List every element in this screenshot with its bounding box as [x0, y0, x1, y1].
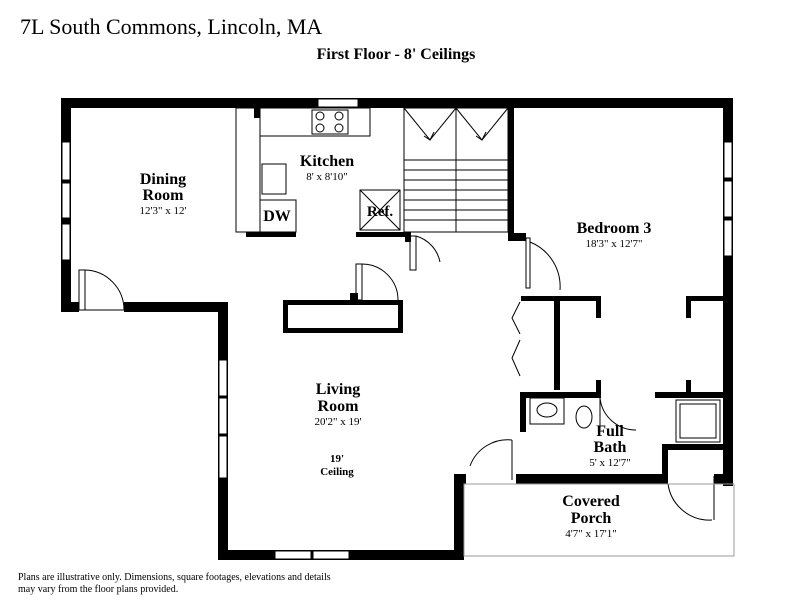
- sink-icon: [261, 163, 287, 195]
- dining-room-name-2: Room: [143, 187, 185, 204]
- refrigerator-label: Ref.: [367, 204, 393, 220]
- floor-subtitle: First Floor - 8' Ceilings: [316, 46, 476, 63]
- living-room-name-1: Living: [316, 381, 360, 398]
- porch-name-1: Covered: [562, 493, 620, 510]
- refrigerator-icon: [359, 189, 401, 231]
- full-bath-name-2: Bath: [594, 439, 627, 456]
- dining-room-name-1: Dining: [140, 171, 186, 188]
- porch-dims: 4'7" x 17'1": [565, 528, 616, 540]
- shower-icon: [675, 399, 721, 443]
- stove-icon: [311, 109, 349, 135]
- plan-title: 7L South Commons, Lincoln, MA: [20, 14, 323, 39]
- room-labels: Dining Room 12'3" x 12' Kitchen 8' x 8'1…: [140, 153, 652, 540]
- living-ceiling-height: 19': [330, 453, 344, 465]
- disclaimer-text: Plans are illustrative only. Dimensions,…: [18, 572, 331, 595]
- full-bath-dims: 5' x 12'7": [589, 457, 630, 469]
- kitchen-fixtures: [235, 107, 401, 233]
- kitchen-dims: 8' x 8'10": [306, 171, 347, 183]
- vanity-sink-icon: [529, 397, 565, 425]
- dishwasher-label: DW: [263, 208, 291, 225]
- dining-room-dims: 12'3" x 12': [140, 205, 187, 217]
- kitchen-name: Kitchen: [300, 153, 354, 170]
- toilet-icon: [575, 405, 593, 429]
- porch-outline: [463, 483, 735, 557]
- full-bath-name-1: Full: [596, 423, 624, 440]
- bedroom3-name: Bedroom 3: [577, 220, 652, 237]
- interior-walls: [246, 108, 723, 484]
- porch-name-2: Porch: [571, 510, 612, 527]
- dishwasher-icon: [259, 199, 297, 233]
- living-room-name-2: Room: [318, 398, 360, 415]
- stairs: [403, 107, 509, 233]
- bath-fixtures: [529, 397, 721, 443]
- windows: [61, 98, 733, 560]
- living-ceiling-label: Ceiling: [320, 466, 354, 478]
- living-room-dims: 20'2" x 19': [315, 416, 362, 428]
- bedroom3-dims: 18'3" x 12'7": [586, 238, 643, 250]
